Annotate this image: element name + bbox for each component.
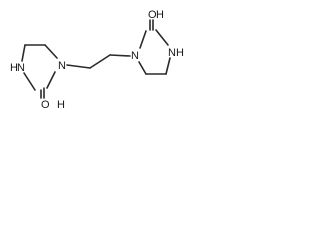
left-ring	[21, 44, 58, 99]
atom-ring1-o: O	[41, 99, 50, 111]
bond-linker-n1-to-c	[66, 64, 91, 69]
bond-ring1-nh-to-ch2	[21, 44, 26, 62]
atom-ring1-nh-n: N	[17, 62, 25, 74]
bond-ring1-ch2-to-n	[44, 44, 58, 59]
bond-linker-c-to-n2	[109, 54, 131, 57]
atom-ring2-oh-h: H	[156, 9, 164, 21]
bond-linker-c-to-c	[89, 54, 111, 69]
atom-ring1-nh-h: H	[10, 62, 18, 74]
bond-ring2-c-to-nh	[155, 29, 169, 46]
atom-ring2-o: O	[148, 9, 157, 21]
atom-ring2-n: N	[131, 50, 139, 62]
atom-ring1-oh-h: H	[57, 99, 65, 111]
bond-ring2-ch2-to-n	[138, 61, 147, 75]
atom-ring2-nh-h: H	[176, 47, 184, 59]
ethylene-linker	[66, 54, 131, 69]
atom-ring2-nh-n: N	[168, 47, 176, 59]
chemical-structure: N H N O H N N H O H	[10, 9, 184, 111]
bond-ring2-n-to-c	[139, 30, 147, 49]
bond-ring1-c-to-nh	[23, 72, 36, 91]
bond-ring1-n-to-c	[46, 71, 56, 89]
bond-ring2-nh-to-ch2	[165, 57, 171, 75]
right-ring	[138, 19, 171, 75]
atom-ring1-n: N	[58, 60, 66, 72]
